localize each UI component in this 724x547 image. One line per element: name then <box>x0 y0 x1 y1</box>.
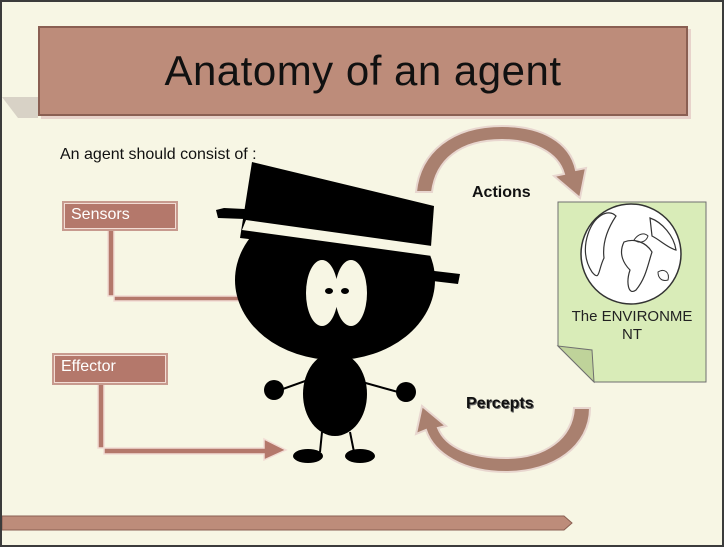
globe-icon <box>580 203 682 305</box>
intro-text: An agent should consist of : <box>60 146 257 163</box>
percepts-curved-arrow <box>414 404 592 474</box>
sensors-label: Sensors <box>62 201 178 231</box>
actions-curved-arrow <box>414 124 588 200</box>
effector-label: Effector <box>52 353 168 385</box>
actions-label: Actions <box>472 184 531 201</box>
page-title: Anatomy of an agent <box>164 47 562 94</box>
environment-label: The ENVIRONMENT <box>571 308 693 343</box>
effector-connector-arrow <box>97 382 288 462</box>
percepts-label: Percepts <box>466 395 534 412</box>
title-bar: Anatomy of an agent <box>38 26 688 116</box>
